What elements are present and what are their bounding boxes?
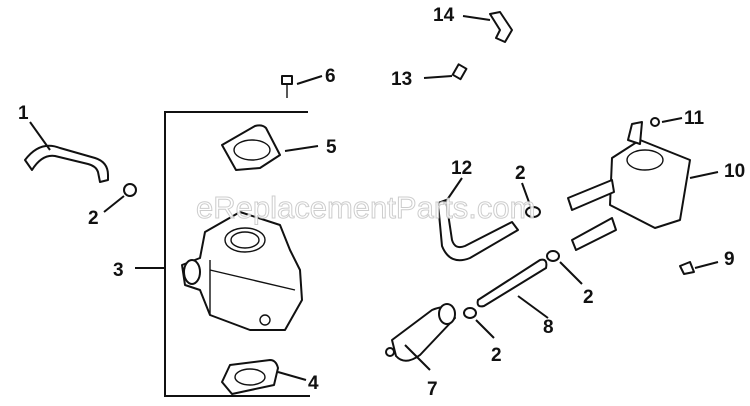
leader-7 — [404, 344, 431, 371]
part-fuel-filter-7 — [385, 303, 456, 362]
callout-5: 5 — [326, 137, 337, 158]
leader-10 — [689, 171, 719, 179]
callout-2: 2 — [583, 287, 594, 308]
leader-5 — [284, 145, 319, 152]
leader-9 — [694, 261, 719, 269]
callout-7: 7 — [427, 379, 438, 400]
part-clip-14 — [489, 11, 513, 43]
part-hose-1 — [24, 144, 109, 183]
leader-6 — [296, 75, 323, 85]
leader-8 — [517, 295, 549, 319]
callout-12: 12 — [451, 158, 472, 179]
part-clamp-2 — [463, 307, 477, 319]
part-hose-12 — [437, 199, 519, 262]
leader-14 — [462, 15, 491, 21]
leader-1 — [29, 121, 51, 151]
watermark: eReplacementParts.com — [196, 190, 535, 225]
part-fuel-pump-10 — [567, 121, 691, 251]
leader-2 — [103, 195, 125, 213]
callout-8: 8 — [543, 317, 554, 338]
part-9 — [679, 261, 695, 275]
callout-2: 2 — [515, 163, 526, 184]
part-gasket-4 — [221, 359, 279, 395]
callout-2: 2 — [491, 345, 502, 366]
part-carburetor-3 — [181, 211, 303, 331]
part-clamp-2 — [546, 250, 560, 262]
callout-9: 9 — [724, 249, 735, 270]
callout-13: 13 — [391, 69, 412, 90]
leader-11 — [661, 117, 683, 123]
leader-4 — [277, 371, 307, 381]
part-screw-6 — [281, 75, 293, 85]
callout-14: 14 — [433, 5, 455, 26]
part-screw-13 — [451, 63, 468, 81]
leader-2 — [559, 261, 583, 285]
callout-1: 1 — [18, 103, 29, 124]
leader-2 — [521, 182, 531, 206]
part-gasket-5 — [221, 124, 281, 171]
callout-4: 4 — [308, 373, 319, 394]
leader-13 — [423, 75, 453, 79]
callout-3: 3 — [113, 260, 124, 281]
part-tube-8 — [476, 258, 548, 308]
group-bracket — [164, 111, 310, 397]
part-clamp-2 — [123, 183, 137, 197]
leader-2 — [475, 319, 495, 339]
part-screw-11 — [650, 117, 660, 127]
leader-12 — [446, 177, 463, 201]
callout-6: 6 — [325, 66, 336, 87]
callout-2: 2 — [88, 208, 99, 229]
callout-10: 10 — [724, 161, 745, 182]
part-clamp-2 — [525, 206, 541, 218]
callout-11: 11 — [684, 108, 705, 129]
